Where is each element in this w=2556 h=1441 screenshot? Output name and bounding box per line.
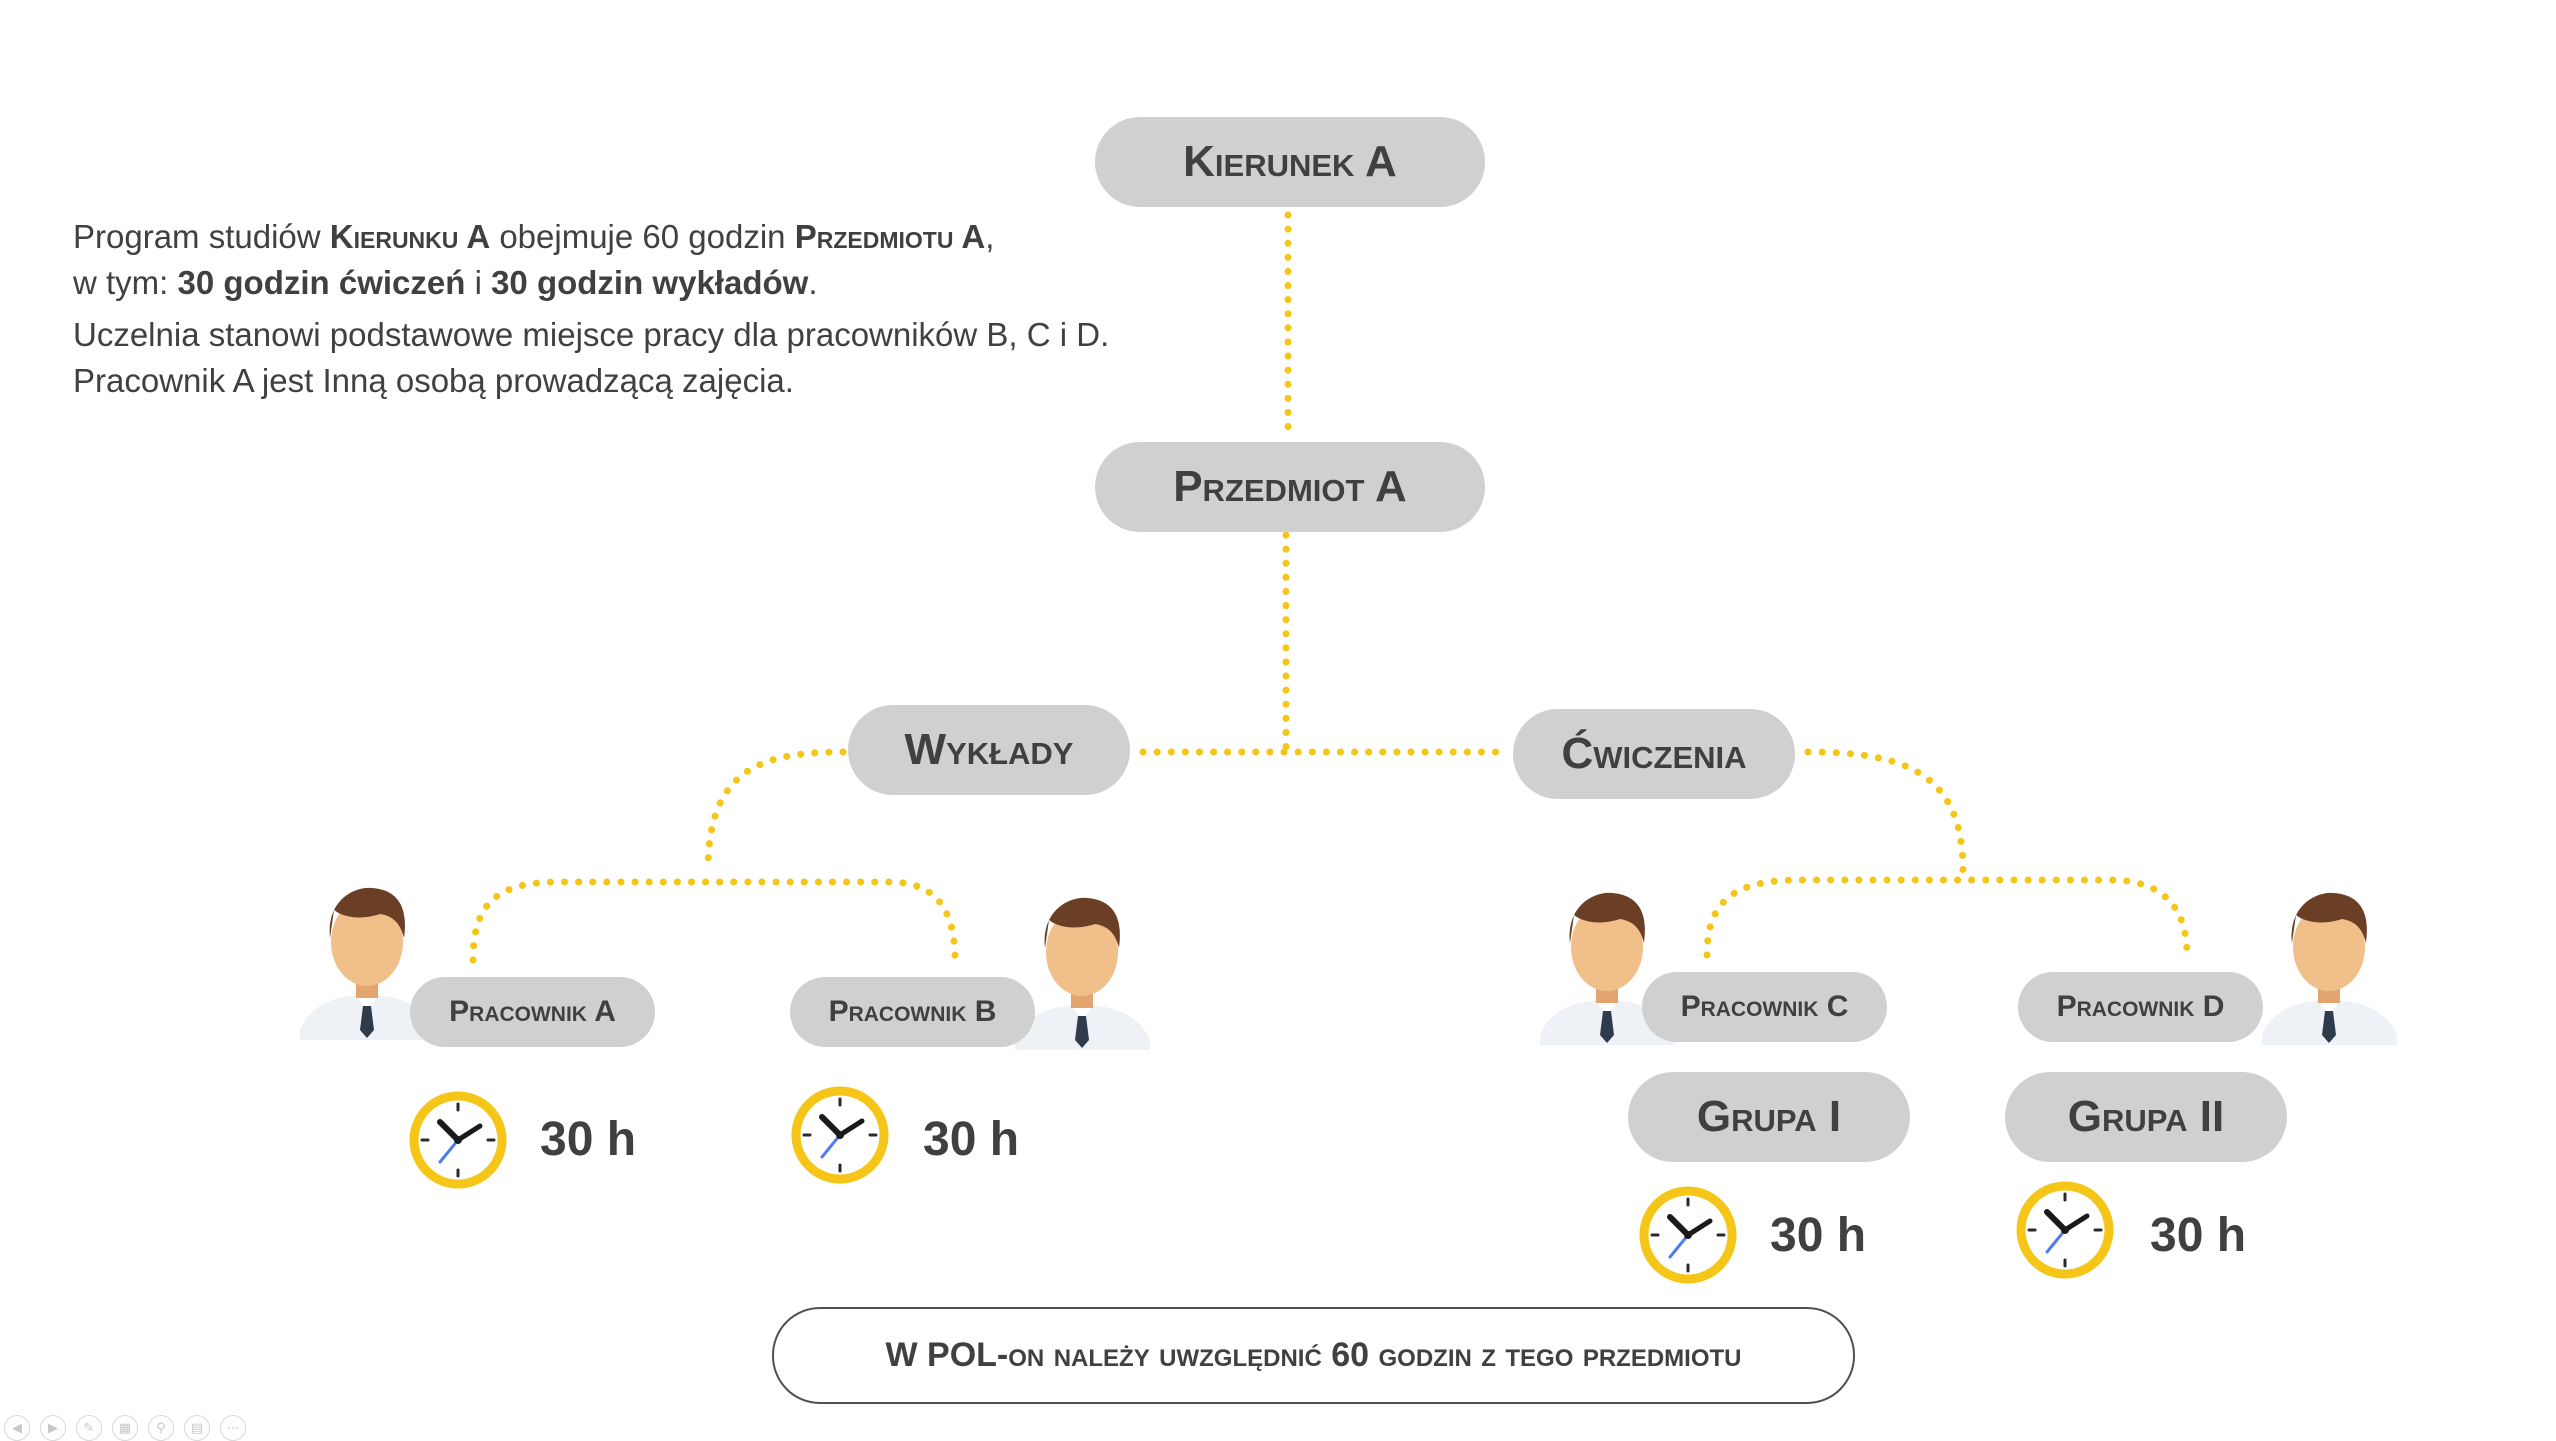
more-icon[interactable]: ⋯ xyxy=(220,1415,246,1441)
prev-icon[interactable]: ◀ xyxy=(4,1415,30,1441)
node-przedmiot: Przedmiot A xyxy=(1095,442,1485,532)
node-grupa-1: Grupa I xyxy=(1628,1072,1910,1162)
node-cwiczenia: Ćwiczenia xyxy=(1513,709,1795,799)
zoom-icon[interactable]: ⚲ xyxy=(148,1415,174,1441)
presentation-toolbar: ◀ ▶ ✎ ▦ ⚲ ▤ ⋯ xyxy=(4,1415,246,1441)
summary-note: W POL-on należy uwzględnić 60 godzin z t… xyxy=(772,1307,1855,1404)
slides-icon[interactable]: ▦ xyxy=(112,1415,138,1441)
node-wyklady: Wykłady xyxy=(848,705,1130,795)
hours-grupa-1: 30 h xyxy=(1770,1209,1867,1262)
connector-cwiczenia-workers xyxy=(1703,876,2191,959)
person-icon xyxy=(1540,892,1675,1045)
connector-wyklady-branch xyxy=(704,748,847,874)
hours-grupa-2: 30 h xyxy=(2150,1209,2247,1262)
clock-icon xyxy=(1639,1186,1737,1284)
node-pracownik-a: Pracownik A xyxy=(410,977,655,1047)
person-icon xyxy=(1015,897,1150,1050)
connector-wyklady-workers xyxy=(469,878,959,964)
description-line-3: Uczelnia stanowi podstawowe miejsce prac… xyxy=(73,316,1110,399)
pen-icon[interactable]: ✎ xyxy=(76,1415,102,1441)
description-line-1: Program studiów Kierunku A obejmuje 60 g… xyxy=(73,218,995,301)
clock-icon xyxy=(791,1086,889,1184)
node-pracownik-d: Pracownik D xyxy=(2018,972,2263,1042)
subtitles-icon[interactable]: ▤ xyxy=(184,1415,210,1441)
hours-pracownik-a: 30 h xyxy=(540,1113,637,1166)
node-pracownik-b: Pracownik B xyxy=(790,977,1035,1047)
hours-pracownik-b: 30 h xyxy=(923,1113,1020,1166)
node-kierunek: Kierunek A xyxy=(1095,117,1485,207)
next-icon[interactable]: ▶ xyxy=(40,1415,66,1441)
person-icon xyxy=(2262,892,2397,1045)
node-grupa-2: Grupa II xyxy=(2005,1072,2287,1162)
clock-icon xyxy=(2016,1181,2114,1279)
node-pracownik-c: Pracownik C xyxy=(1642,972,1887,1042)
description: Program studiów Kierunku A obejmuje 60 g… xyxy=(73,214,1273,404)
person-icon xyxy=(300,887,435,1040)
clock-icon xyxy=(409,1091,507,1189)
connector-cwiczenia-branch xyxy=(1804,748,1967,874)
